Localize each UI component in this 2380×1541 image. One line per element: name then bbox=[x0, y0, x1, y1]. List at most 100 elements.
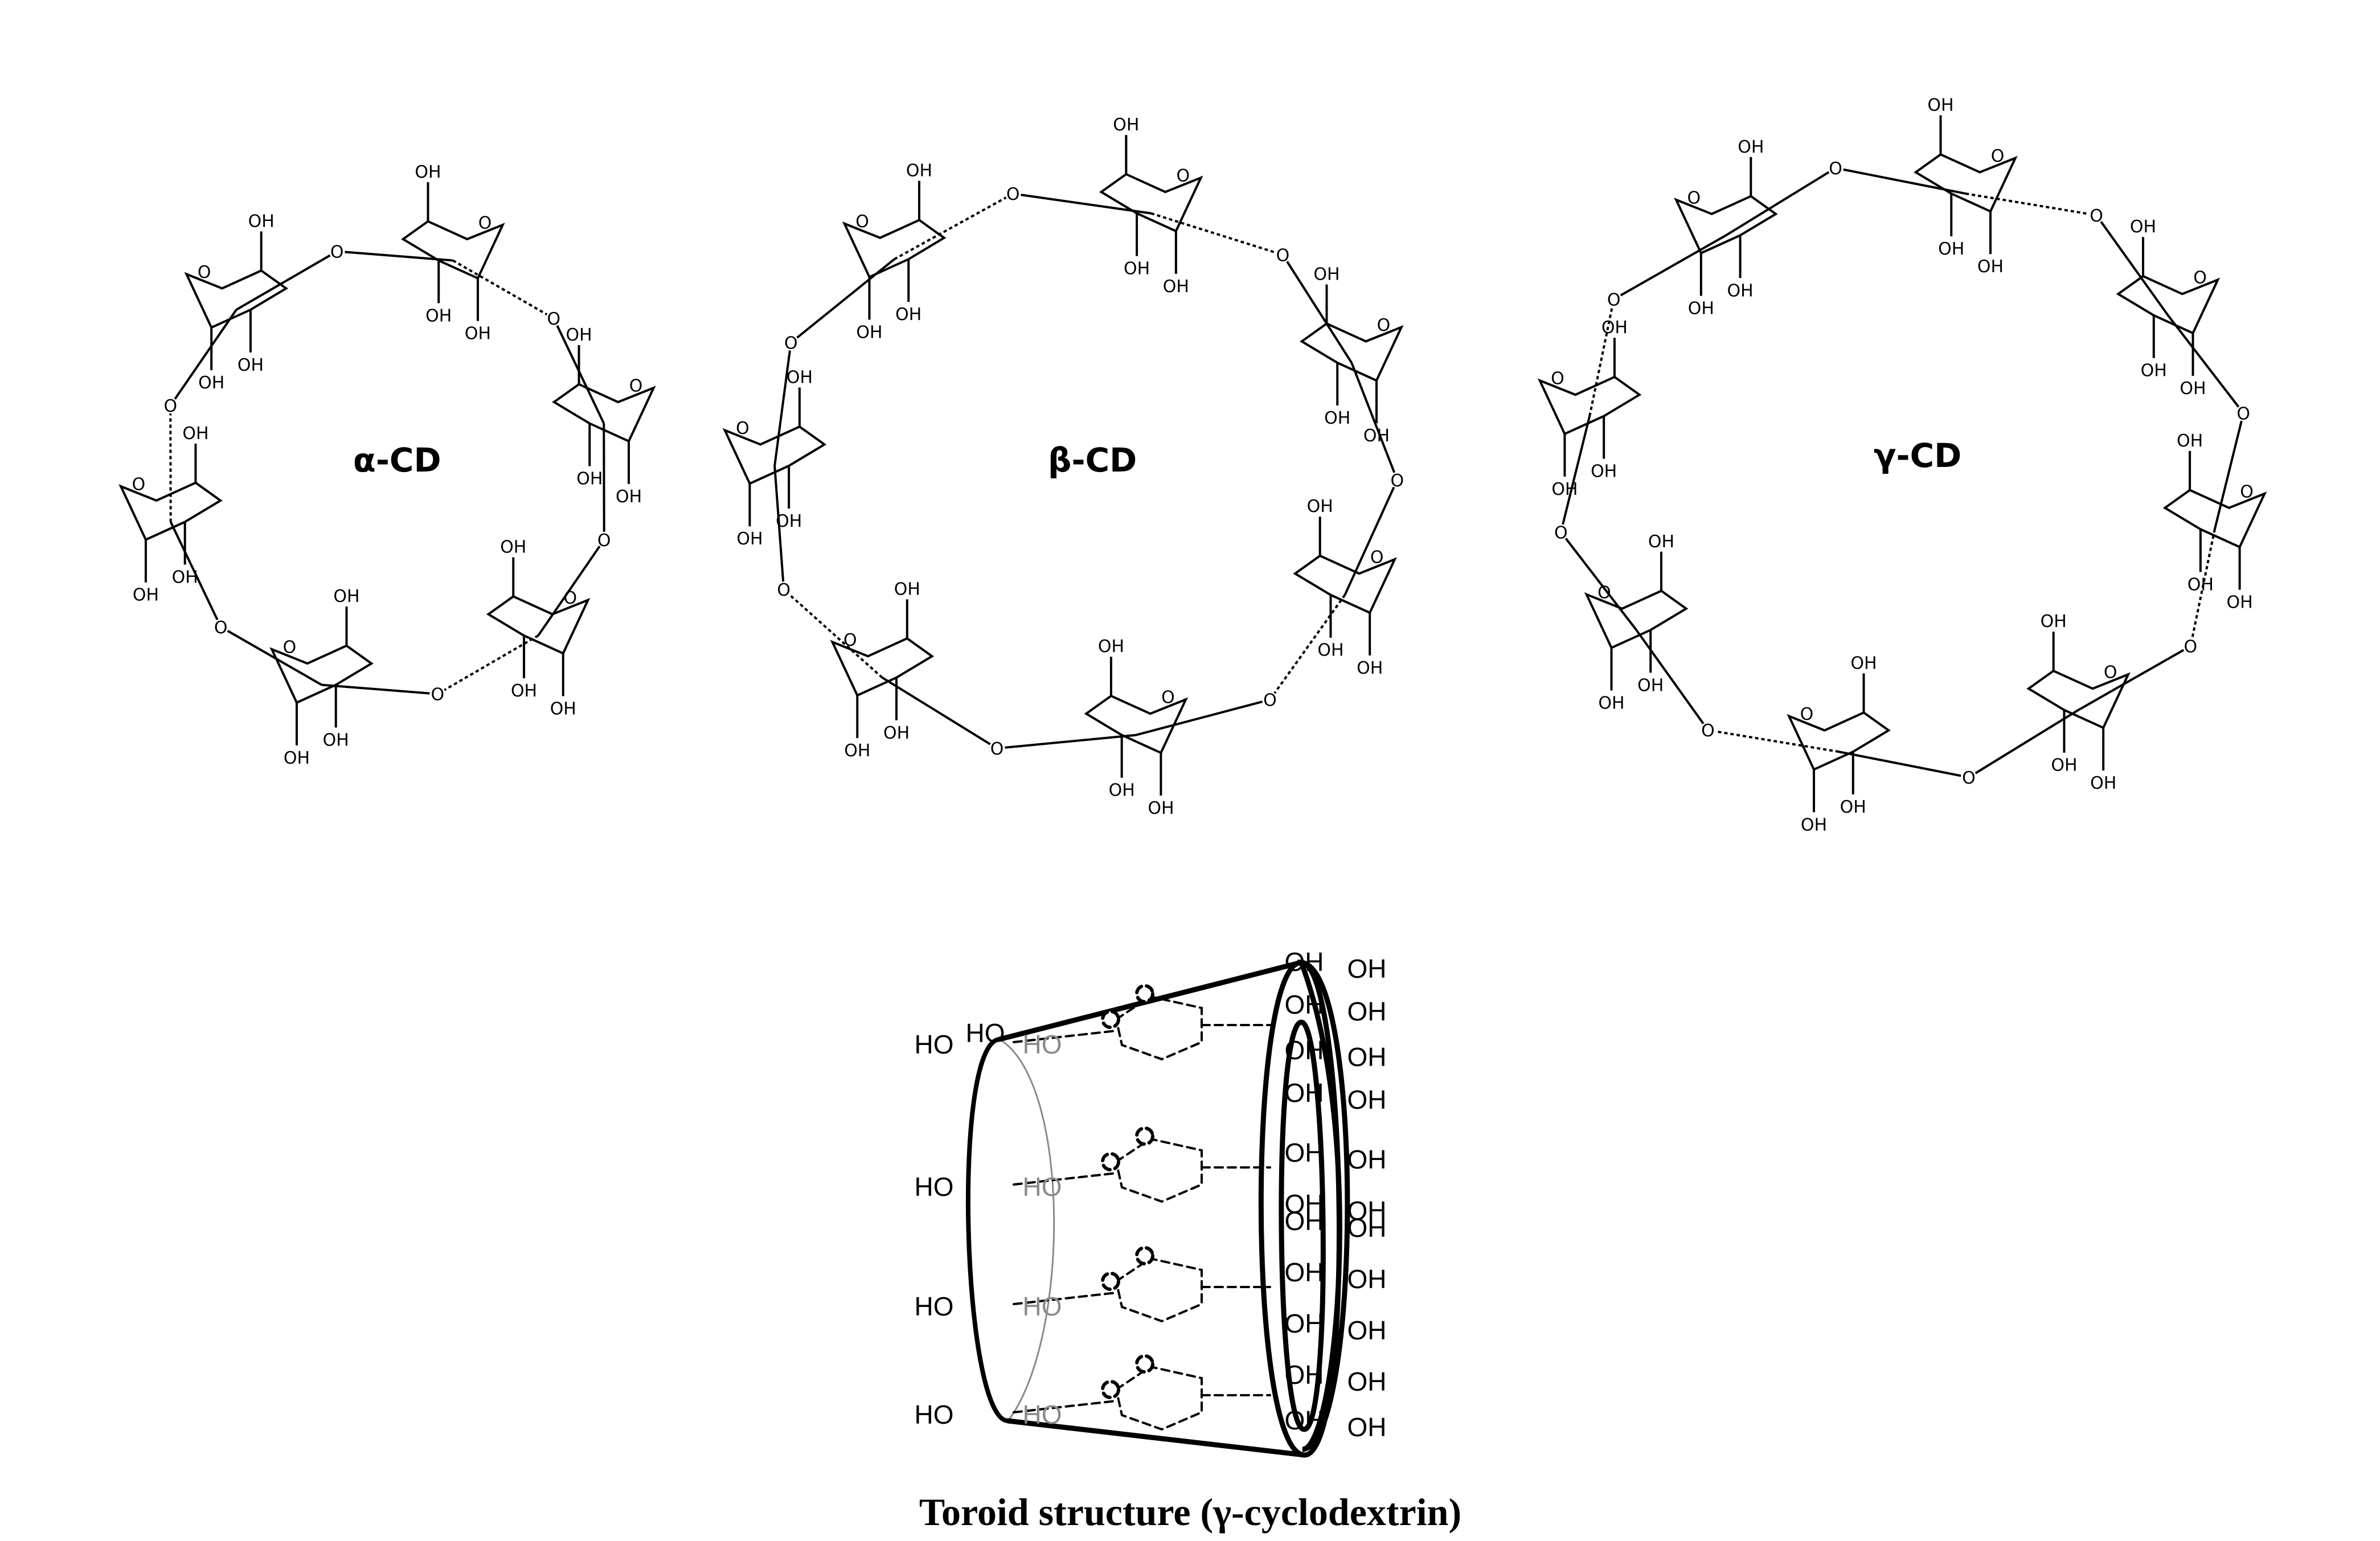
alpha-cd-glycosidic-bond bbox=[337, 250, 453, 262]
toroid-inner-rim-oh-label: OH bbox=[1285, 1206, 1324, 1236]
toroid-inner-rim bbox=[1279, 1019, 1326, 1432]
gamma-cd-hydroxyl-label: OH bbox=[2090, 773, 2116, 793]
gamma-cd-glycosidic-bond bbox=[2213, 413, 2245, 530]
beta-cd-hydroxyl-label: OH bbox=[1148, 798, 1174, 818]
alpha-cd-hydroxyl-label: OH bbox=[616, 487, 642, 507]
beta-cd-hydroxyl-label: OH bbox=[1124, 259, 1150, 279]
beta-cd-hydroxyl-label: OH bbox=[906, 161, 932, 181]
gamma-cd-linker-oxygen-label: O bbox=[2184, 637, 2198, 657]
alpha-cd-linker-oxygen-bg bbox=[162, 397, 179, 414]
beta-cd-linker-oxygen-label: O bbox=[1276, 245, 1290, 265]
toroid-back-arc bbox=[998, 1038, 1055, 1422]
alpha-cd-hydroxyl-label: OH bbox=[248, 211, 275, 231]
beta-cd-glycosidic-bond bbox=[1281, 254, 1353, 364]
gamma-cd-glucose-unit bbox=[2116, 237, 2221, 376]
toroid-caption: Toroid structure (γ-cyclodextrin) bbox=[919, 1490, 1461, 1534]
toroid-inner-rim-oh-label: OH bbox=[1285, 1035, 1324, 1065]
gamma-cd-hydroxyl-label: OH bbox=[1727, 281, 1753, 301]
gamma-cd-linker-oxygen-bg bbox=[1552, 524, 1569, 540]
beta-cd-hydroxyl-label: OH bbox=[1109, 781, 1135, 801]
gamma-cd-glycosidic-bond bbox=[1968, 709, 2079, 778]
toroid-oxygen-atom bbox=[1135, 1126, 1154, 1146]
toroid-glucose-ring bbox=[1115, 1137, 1203, 1203]
toroid-inner-rim-oh-label: OH bbox=[1285, 1189, 1324, 1219]
beta-cd-hydroxyl-label: OH bbox=[1313, 264, 1339, 284]
gamma-cd-glycosidic-bond bbox=[1635, 629, 1709, 731]
toroid-bond bbox=[1013, 1172, 1117, 1186]
gamma-cd-hydroxyl-label: OH bbox=[2177, 431, 2203, 451]
beta-cd-hydroxyl-label: OH bbox=[1113, 115, 1139, 135]
beta-cd-ring-oxygen-label: O bbox=[1370, 548, 1384, 568]
toroid-inner-rim-oh-label: OH bbox=[1285, 1360, 1324, 1390]
alpha-cd-glucose-unit bbox=[401, 182, 505, 321]
beta-cd-glycosidic-bond bbox=[790, 258, 895, 344]
beta-cd-hydroxyl-label: OH bbox=[1098, 637, 1124, 657]
alpha-cd-glycosidic-bond bbox=[552, 318, 605, 424]
toroid-oxygen-atom bbox=[1101, 1010, 1120, 1029]
beta-cd-linker-oxygen-label: O bbox=[990, 739, 1004, 759]
toroid-bond bbox=[1013, 1292, 1117, 1305]
alpha-cd-ring-oxygen-label: O bbox=[478, 213, 492, 233]
alpha-cd-hydroxyl-label: OH bbox=[182, 424, 208, 444]
gamma-cd-linker-oxygen-bg bbox=[2235, 405, 2252, 421]
beta-cd-hydroxyl-label: OH bbox=[856, 322, 882, 342]
alpha-cd-hydroxyl-label: OH bbox=[284, 748, 310, 768]
gamma-cd-linker-oxygen-label: O bbox=[1554, 523, 1568, 543]
gamma-cd-glycosidic-bond bbox=[2167, 314, 2244, 414]
alpha-cd-hydroxyl-label: OH bbox=[323, 731, 349, 751]
beta-cd-glycosidic-bond bbox=[882, 677, 998, 749]
toroid-glucose-ring bbox=[1115, 1257, 1203, 1323]
gamma-cd-hydroxyl-label: OH bbox=[2188, 575, 2214, 595]
beta-cd-glycosidic-bond bbox=[1013, 192, 1152, 215]
toroid-inner-rim-oh-label: OH bbox=[1285, 1078, 1324, 1108]
toroid-inner-rim-oh-label: OH bbox=[1285, 1257, 1324, 1287]
alpha-cd-glycosidic-bond bbox=[220, 626, 322, 686]
beta-cd-glucose-unit bbox=[842, 181, 947, 320]
toroid-inner-ho-label: HO bbox=[1023, 1030, 1062, 1059]
gamma-cd-hydroxyl-label: OH bbox=[2130, 217, 2156, 237]
toroid-glucose-ring bbox=[1115, 1365, 1203, 1431]
toroid-outer-rim-oh-label: OH bbox=[1347, 1085, 1387, 1114]
alpha-cd-hydroxyl-label: OH bbox=[465, 324, 491, 344]
beta-cd-linker-oxygen-label: O bbox=[1263, 691, 1277, 711]
toroid-inner-rim-oh-label: OH bbox=[1285, 1138, 1324, 1167]
gamma-cd-hydroxyl-label: OH bbox=[1938, 239, 1964, 259]
alpha-cd-hydroxyl-label: OH bbox=[566, 325, 592, 345]
gamma-cd-glucose-unit bbox=[1584, 551, 1689, 691]
toroid-outer-ho-label: HO bbox=[915, 1292, 954, 1321]
alpha-cd-linker-oxygen-label: O bbox=[330, 242, 344, 262]
gamma-cd-linker-oxygen-label: O bbox=[2236, 404, 2250, 424]
alpha-cd-ring-oxygen-label: O bbox=[132, 474, 146, 494]
gamma-cd-hydroxyl-label: OH bbox=[1850, 654, 1877, 674]
beta-cd-glycosidic-bond bbox=[1269, 594, 1346, 700]
beta-cd-glucose-unit bbox=[1293, 517, 1397, 655]
alpha-cd-linker-oxygen-bg bbox=[429, 686, 446, 702]
toroid-inner-ho-label: HO bbox=[1023, 1172, 1062, 1202]
toroid-inner-ho-label: HO bbox=[1023, 1400, 1062, 1429]
beta-cd-ring-oxygen-label: O bbox=[1177, 166, 1190, 186]
gamma-cd-glycosidic-bond bbox=[1707, 729, 1840, 753]
toroid-outer-rim-oh-label: OH bbox=[1347, 1213, 1387, 1243]
alpha-cd-glycosidic-bond bbox=[169, 521, 222, 628]
beta-cd-linker-oxygen-bg bbox=[1005, 186, 1021, 202]
beta-cd-hydroxyl-label: OH bbox=[1163, 277, 1189, 297]
toroid-outer-ho-label: HO bbox=[915, 1400, 954, 1429]
toroid-wide-rim-back bbox=[965, 1037, 1010, 1423]
gamma-cd-linker-oxygen-label: O bbox=[1607, 290, 1621, 310]
toroid-oxygen-atom bbox=[1135, 1354, 1154, 1374]
gamma-cd-ring-oxygen-label: O bbox=[2240, 482, 2254, 502]
toroid-oxygen-atom bbox=[1101, 1272, 1120, 1291]
beta-cd-linker-oxygen-bg bbox=[1261, 691, 1278, 708]
gamma-cd-hydroxyl-label: OH bbox=[2180, 379, 2206, 399]
beta-cd-linker-oxygen-label: O bbox=[1390, 471, 1404, 491]
beta-cd-hydroxyl-label: OH bbox=[883, 723, 910, 743]
beta-cd-glycosidic-bond bbox=[1150, 212, 1284, 256]
beta-cd-linker-oxygen-label: O bbox=[784, 334, 798, 354]
gamma-cd-hydroxyl-label: OH bbox=[2041, 612, 2067, 632]
alpha-cd-glucose-unit bbox=[552, 345, 656, 484]
gamma-cd-hydroxyl-label: OH bbox=[1591, 462, 1617, 482]
beta-cd-hydroxyl-label: OH bbox=[1317, 641, 1343, 661]
beta-cd-glycosidic-bond bbox=[1136, 698, 1271, 736]
toroid-outer-rim-oh-label: OH bbox=[1347, 1196, 1387, 1226]
